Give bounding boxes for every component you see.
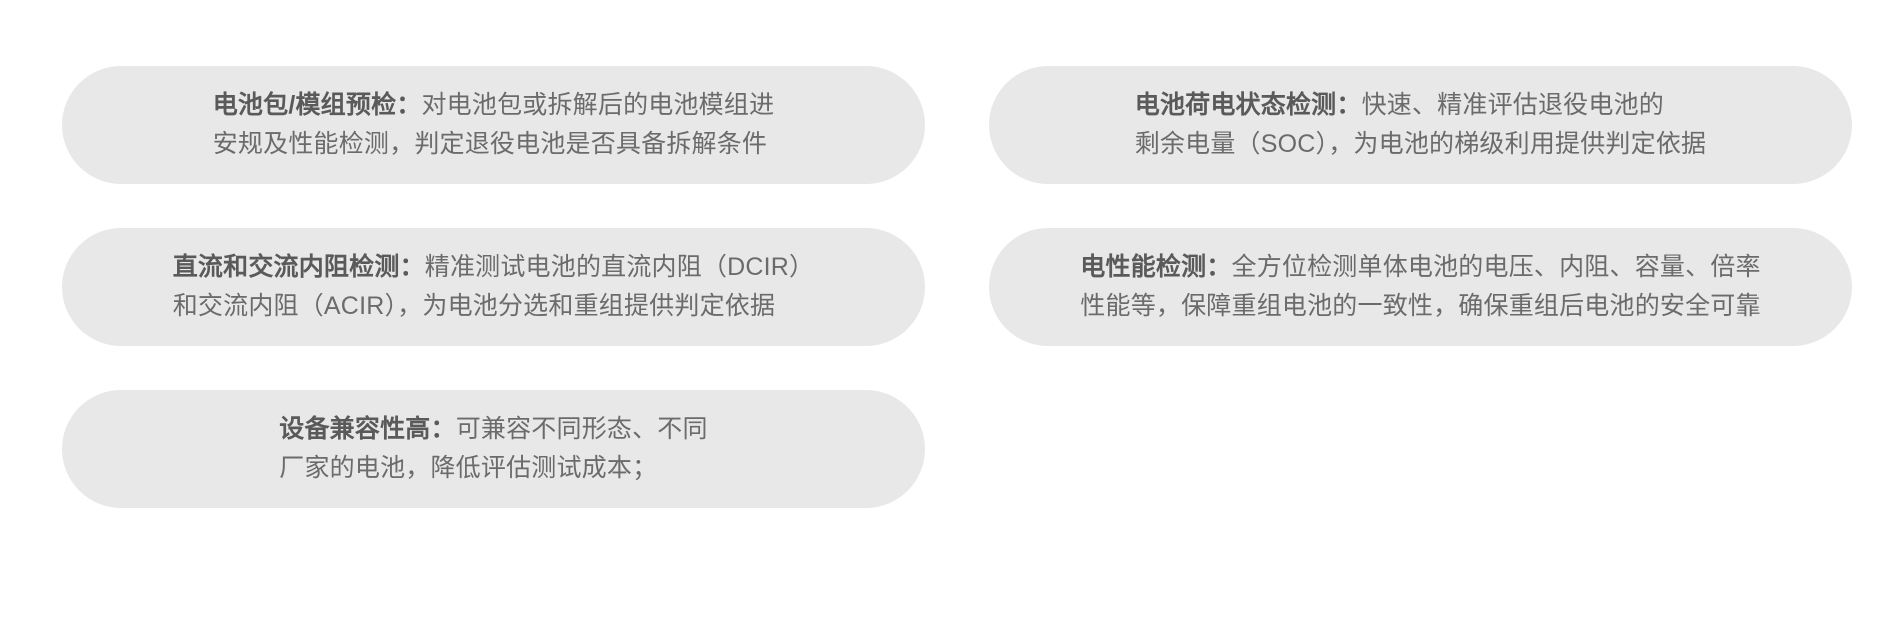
feature-card-line-2: 厂家的电池，降低评估测试成本； [279,454,658,482]
feature-card-dc-ac-internal-resistance-detection[interactable]: 直流和交流内阻检测：精准测试电池的直流内阻（DCIR） 和交流内阻（ACIR），… [62,228,925,346]
feature-card-electrical-performance-detection[interactable]: 电性能检测：全方位检测单体电池的电压、内阻、容量、倍率 性能等，保障重组电池的一… [989,228,1852,346]
feature-card-high-equipment-compatibility[interactable]: 设备兼容性高：可兼容不同形态、不同 厂家的电池，降低评估测试成本； [62,390,925,508]
feature-card-line-1: 电性能检测：全方位检测单体电池的电压、内阻、容量、倍率 [1080,248,1760,288]
feature-card-text: 设备兼容性高：可兼容不同形态、不同 厂家的电池，降低评估测试成本； [279,410,707,489]
feature-card-battery-state-of-charge-detection[interactable]: 电池荷电状态检测：快速、精准评估退役电池的 剩余电量（SOC），为电池的梯级利用… [989,66,1852,184]
feature-card-text: 电性能检测：全方位检测单体电池的电压、内阻、容量、倍率 性能等，保障重组电池的一… [1080,248,1760,327]
feature-card-line-1-rest: 快速、精准评估退役电池的 [1361,90,1664,119]
feature-card-lead: 电池包/模组预检： [212,90,422,119]
feature-cards-grid: 电池包/模组预检：对电池包或拆解后的电池模组进 安规及性能检测，判定退役电池是否… [62,66,1852,508]
feature-card-text: 电池包/模组预检：对电池包或拆解后的电池模组进 安规及性能检测，判定退役电池是否… [213,86,775,165]
feature-card-line-2: 性能等，保障重组电池的一致性，确保重组后电池的安全可靠 [1080,292,1761,320]
feature-card-line-1-rest: 精准测试电池的直流内阻（DCIR） [424,252,815,281]
feature-card-line-1: 电池包/模组预检：对电池包或拆解后的电池模组进 [213,86,775,126]
feature-card-line-1: 电池荷电状态检测：快速、精准评估退役电池的 [1135,86,1706,126]
feature-card-line-1: 直流和交流内阻检测：精准测试电池的直流内阻（DCIR） [173,248,815,288]
feature-card-line-1-rest: 可兼容不同形态、不同 [455,414,708,443]
feature-card-battery-pack-module-pre-inspection[interactable]: 电池包/模组预检：对电池包或拆解后的电池模组进 安规及性能检测，判定退役电池是否… [62,66,925,184]
feature-card-line-2: 和交流内阻（ACIR），为电池分选和重组提供判定依据 [172,292,776,320]
feature-card-line-2: 剩余电量（SOC），为电池的梯级利用提供判定依据 [1134,130,1707,158]
feature-card-lead: 直流和交流内阻检测： [172,252,425,281]
feature-card-line-1-rest: 全方位检测单体电池的电压、内阻、容量、倍率 [1231,252,1761,281]
feature-card-lead: 设备兼容性高： [279,414,456,443]
feature-card-lead: 电性能检测： [1080,252,1232,281]
feature-card-line-1-rest: 对电池包或拆解后的电池模组进 [421,90,775,119]
feature-card-text: 直流和交流内阻检测：精准测试电池的直流内阻（DCIR） 和交流内阻（ACIR），… [173,248,815,327]
feature-card-text: 电池荷电状态检测：快速、精准评估退役电池的 剩余电量（SOC），为电池的梯级利用… [1135,86,1706,165]
feature-card-lead: 电池荷电状态检测： [1134,90,1362,119]
feature-card-line-1: 设备兼容性高：可兼容不同形态、不同 [279,410,707,450]
feature-card-line-2: 安规及性能检测，判定退役电池是否具备拆解条件 [212,130,768,158]
